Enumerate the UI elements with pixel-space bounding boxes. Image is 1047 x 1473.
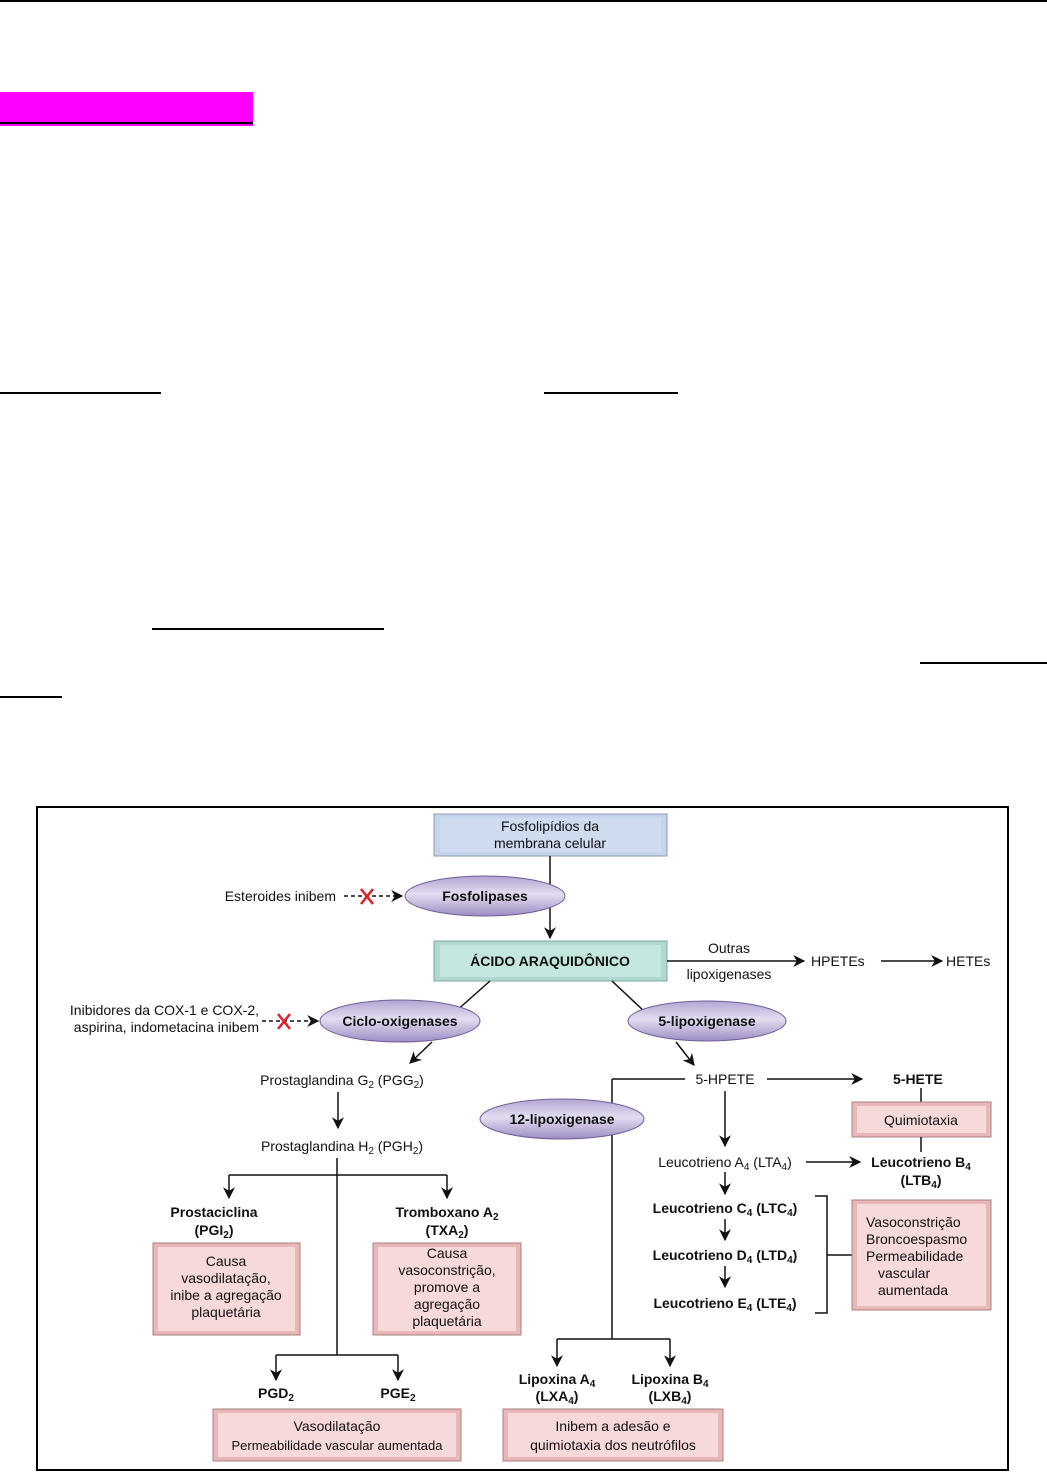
ltb4-line1: Leucotrieno B4 — [871, 1154, 971, 1173]
underline-5 — [0, 696, 62, 698]
lta4-label: Leucotrieno A4 (LTA4) — [658, 1154, 792, 1173]
5-lipoxygenase-enzyme: 5-lipoxigenase — [627, 1000, 787, 1042]
prostacyclin-effect-1: Causa — [206, 1253, 247, 1269]
thromboxane-effect-2: vasoconstrição, — [398, 1262, 495, 1278]
pgd-pge-effect-box: Vasodilatação Permeabilidade vascular au… — [212, 1408, 462, 1462]
leukotriene-effect-3: Permeabilidade — [866, 1248, 963, 1264]
thromboxane-effect-4: agregação — [414, 1296, 480, 1312]
thromboxane-line1: Tromboxano A2 — [395, 1204, 499, 1223]
5-hete-label: 5-HETE — [893, 1071, 943, 1087]
arrow-5lox-to-5hpete — [675, 1041, 695, 1066]
lipoxin-effect-2: quimiotaxia dos neutrófilos — [530, 1437, 696, 1453]
membrane-phospholipids-box: Fosfolipídios da membrana celular — [433, 813, 668, 857]
thromboxane-line2: (TXA2) — [426, 1222, 469, 1241]
phospholipases-enzyme: Fosfolipases — [404, 875, 566, 917]
pgd2-label: PGD2 — [258, 1385, 294, 1404]
5-lipoxygenase-label: 5-lipoxigenase — [658, 1013, 755, 1029]
inhibit-x-icon — [277, 1013, 291, 1030]
top-rule — [0, 0, 1047, 2]
other-lipoxygenases-line2: lipoxigenases — [687, 966, 772, 982]
chemotaxis-label: Quimiotaxia — [884, 1112, 958, 1128]
underline-1 — [0, 392, 161, 394]
leukotriene-bracket — [815, 1195, 852, 1314]
hetes-label: HETEs — [946, 953, 990, 969]
prostacyclin-effect-2: vasodilatação, — [181, 1270, 271, 1286]
cox-inhibitors-line2: aspirina, indometacina inibem — [74, 1019, 259, 1035]
highlighted-heading — [0, 92, 253, 126]
cyclooxygenases-label: Ciclo-oxigenases — [342, 1013, 457, 1029]
prostacyclin-line2: (PGI2) — [194, 1222, 233, 1241]
lipoxin-effect-box: Inibem a adesão e quimiotaxia dos neutró… — [502, 1408, 724, 1462]
membrane-line1: Fosfolipídios da — [501, 818, 599, 834]
prostacyclin-effect-3: inibe a agregação — [170, 1287, 282, 1303]
5-hpete-label: 5-HPETE — [695, 1071, 754, 1087]
arachidonic-acid-box: ÁCIDO ARAQUIDÔNICO — [433, 940, 668, 982]
lxb4-line1: Lipoxina B4 — [631, 1371, 709, 1390]
cyclooxygenases-enzyme: Ciclo-oxigenases — [319, 999, 481, 1043]
other-lipoxygenases-line1: Outras — [708, 940, 750, 956]
thromboxane-effect-box: Causa vasoconstrição, promove a agregaçã… — [372, 1242, 522, 1336]
pgg2-label: Prostaglandina G2 (PGG2) — [260, 1072, 424, 1091]
leukotriene-effect-1: Vasoconstrição — [866, 1214, 961, 1230]
ltb4-line2: (LTB4) — [900, 1172, 941, 1191]
lte4-label: Leucotrieno E4 (LTE4) — [653, 1295, 796, 1314]
hpetes-label: HPETEs — [811, 953, 865, 969]
underline-2 — [544, 392, 678, 394]
cox-inhibitors-line1: Inibidores da COX-1 e COX-2, — [70, 1002, 259, 1018]
pgh2-label: Prostaglandina H2 (PGH2) — [261, 1138, 423, 1157]
underline-4 — [920, 662, 1047, 664]
12-lipoxygenase-label: 12-lipoxigenase — [509, 1111, 614, 1127]
lxa4-line1: Lipoxina A4 — [519, 1371, 596, 1390]
steroids-inhibit-label: Esteroides inibem — [225, 888, 336, 904]
thromboxane-effect-1: Causa — [427, 1245, 468, 1261]
thromboxane-effect-3: promove a — [414, 1279, 480, 1295]
phospholipases-label: Fosfolipases — [442, 888, 528, 904]
12-lipoxygenase-enzyme: 12-lipoxigenase — [479, 1098, 645, 1140]
leukotriene-effect-box: Vasoconstrição Broncoespasmo Permeabilid… — [851, 1199, 992, 1311]
line-acid-to-5lox — [611, 980, 646, 1013]
prostacyclin-effect-4: plaquetária — [191, 1304, 260, 1320]
chemotaxis-box: Quimiotaxia — [851, 1101, 992, 1138]
arachidonic-acid-label: ÁCIDO ARAQUIDÔNICO — [470, 952, 630, 969]
heading-underline — [0, 122, 253, 124]
lxb4-line2: (LXB4) — [649, 1388, 692, 1407]
pgd-pge-effect-1: Vasodilatação — [294, 1418, 381, 1434]
leukotriene-effect-5: aumentada — [878, 1282, 948, 1298]
leukotriene-effect-2: Broncoespasmo — [866, 1231, 967, 1247]
diagram-frame — [36, 806, 1009, 1471]
prostacyclin-effect-box: Causa vasodilatação, inibe a agregação p… — [152, 1242, 301, 1336]
lxa4-line2: (LXA4) — [536, 1388, 579, 1407]
pge2-label: PGE2 — [380, 1385, 416, 1404]
thromboxane-effect-5: plaquetária — [412, 1313, 481, 1329]
ltc4-label: Leucotrieno C4 (LTC4) — [653, 1200, 798, 1219]
membrane-line2: membrana celular — [494, 835, 606, 851]
prostacyclin-line1: Prostaciclina — [170, 1204, 257, 1220]
pgd-pge-effect-2: Permeabilidade vascular aumentada — [231, 1438, 443, 1453]
leukotriene-effect-4: vascular — [878, 1265, 930, 1281]
ltd4-label: Leucotrieno D4 (LTD4) — [653, 1247, 798, 1266]
inhibit-x-icon — [360, 888, 374, 905]
arrow-cox-to-pgg2 — [409, 1041, 433, 1064]
lipoxin-effect-1: Inibem a adesão e — [555, 1418, 670, 1434]
underline-3 — [152, 628, 384, 630]
